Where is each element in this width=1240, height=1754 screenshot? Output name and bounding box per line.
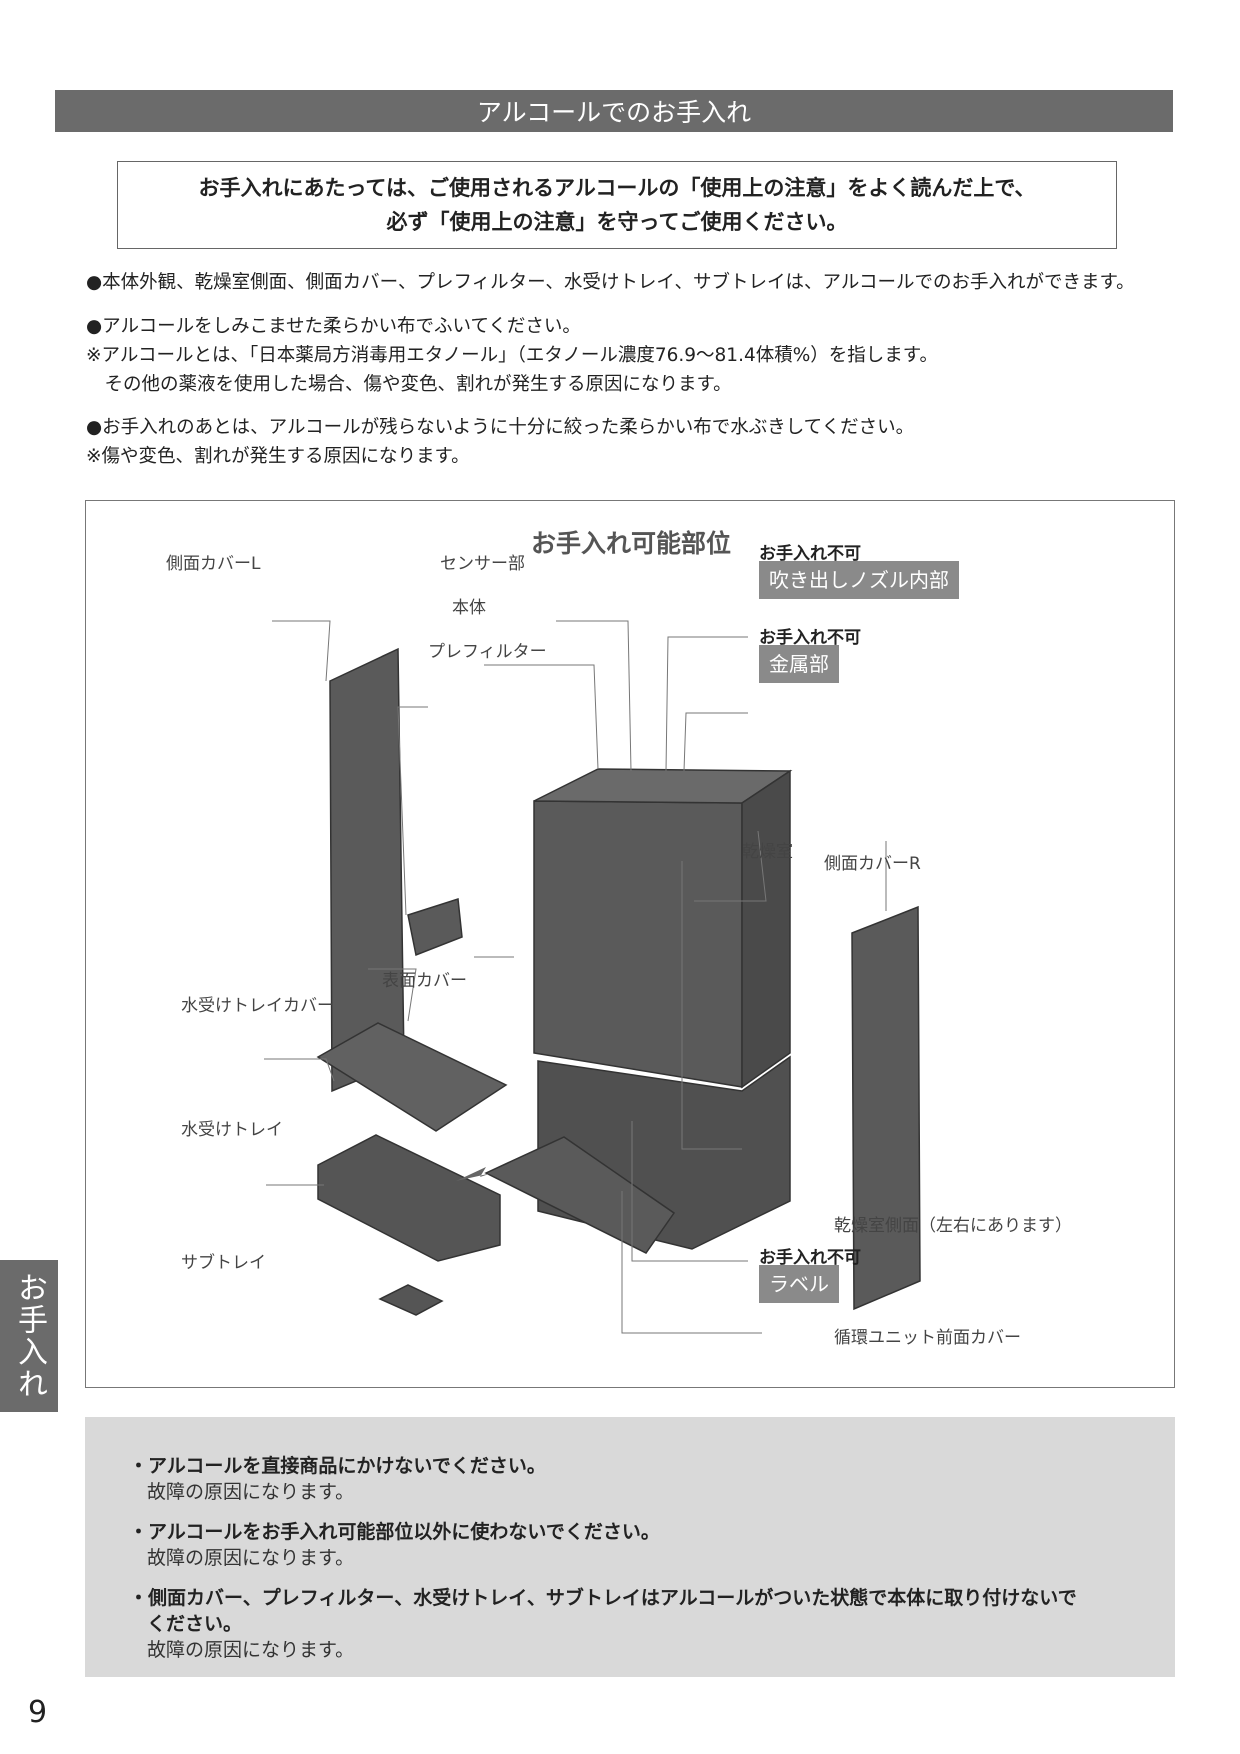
label-surface-cover: 表面カバー: [382, 971, 467, 991]
caution-title-3-cont: ください。: [147, 1613, 243, 1635]
para-5: ●お手入れのあとは、アルコールが残らないように十分に絞った柔らかい布で水ぶきして…: [86, 417, 915, 438]
label-side-cover-l: 側面カバーL: [166, 554, 261, 574]
para-1: ●本体外観、乾燥室側面、側面カバー、プレフィルター、水受けトレイ、サブトレイは、…: [86, 272, 1135, 293]
label-tray-cover: 水受けトレイカバー: [181, 996, 334, 1016]
label-tray: 水受けトレイ: [181, 1120, 283, 1140]
label-drying-side: 乾燥室側面（左右にあります）: [834, 1216, 1072, 1236]
product-illustration: [264, 620, 921, 1334]
caution-sub-3: 故障の原因になります。: [147, 1639, 355, 1661]
caution-box: ・アルコールを直接商品にかけないでください。 故障の原因になります。 ・アルコー…: [85, 1417, 1175, 1677]
caution-sub-1: 故障の原因になります。: [147, 1481, 355, 1503]
label-sensor: センサー部: [440, 554, 525, 574]
label-circ-cover: 循環ユニット前面カバー: [834, 1328, 1021, 1348]
notice-line-2: 必ず「使用上の注意」を守ってご使用ください。: [386, 210, 848, 234]
para-4: その他の薬液を使用した場合、傷や変色、割れが発生する原因になります。: [86, 374, 732, 395]
tray-cover-shape: [316, 1022, 508, 1132]
caution-item-2: ・アルコールをお手入れ可能部位以外に使わないでください。 故障の原因になります。: [129, 1519, 660, 1571]
side-cover-r-shape: [851, 905, 921, 1311]
caution-item-1: ・アルコールを直接商品にかけないでください。 故障の原因になります。: [129, 1453, 546, 1505]
care-parts-diagram: お手入れ可能部位: [85, 500, 1175, 1388]
side-tab-label: お手入れ: [12, 1272, 47, 1400]
ng-label-badge: ラベル: [759, 1265, 839, 1303]
label-prefilter: プレフィルター: [428, 642, 547, 662]
prefilter-shape: [407, 898, 463, 957]
diagram-title: お手入れ可能部位: [530, 529, 731, 558]
ng-nozzle-badge: 吹き出しノズル内部: [759, 561, 959, 599]
para-6: ※傷や変色、割れが発生する原因になります。: [86, 446, 470, 467]
notice-line-1: お手入れにあたっては、ご使用されるアルコールの「使用上の注意」をよく読んだ上で、: [198, 176, 1036, 200]
ng-heading-3: お手入れ不可: [759, 1248, 861, 1268]
page-number: 9: [28, 1695, 48, 1730]
sub-tray-shape: [378, 1284, 444, 1316]
tray-shape: [317, 1134, 501, 1262]
label-body: 本体: [452, 598, 486, 618]
section-side-tab: お手入れ: [0, 1260, 58, 1412]
caution-item-3: ・側面カバー、プレフィルター、水受けトレイ、サブトレイはアルコールがついた状態で…: [129, 1585, 1077, 1663]
ng-heading-1: お手入れ不可: [759, 544, 861, 564]
caution-title-2: ・アルコールをお手入れ可能部位以外に使わないでください。: [129, 1521, 660, 1543]
caution-title-1: ・アルコールを直接商品にかけないでください。: [129, 1455, 546, 1477]
para-2: ●アルコールをしみこませた柔らかい布でふいてください。: [86, 316, 581, 337]
ng-metal-badge: 金属部: [759, 645, 839, 683]
label-sub-tray: サブトレイ: [181, 1253, 266, 1273]
caution-title-3: ・側面カバー、プレフィルター、水受けトレイ、サブトレイはアルコールがついた状態で…: [129, 1587, 1077, 1609]
para-3: ※アルコールとは、「日本薬局方消毒用エタノール」（エタノール濃度76.9～81.…: [86, 345, 938, 366]
side-cover-l-shape: [329, 647, 405, 1093]
body-side-shape: [741, 769, 791, 1089]
label-drying-room: 乾燥室: [742, 842, 793, 862]
main-body-shape: [533, 800, 743, 1088]
section-header: アルコールでのお手入れ: [55, 90, 1173, 132]
label-side-cover-r: 側面カバーR: [824, 854, 921, 874]
notice-box: お手入れにあたっては、ご使用されるアルコールの「使用上の注意」をよく読んだ上で、…: [117, 161, 1117, 249]
section-title: アルコールでのお手入れ: [476, 98, 752, 127]
ng-heading-2: お手入れ不可: [759, 628, 861, 648]
caution-sub-2: 故障の原因になります。: [147, 1547, 355, 1569]
arrow-icon: [456, 1167, 492, 1181]
circ-cover-shape: [484, 1136, 676, 1254]
